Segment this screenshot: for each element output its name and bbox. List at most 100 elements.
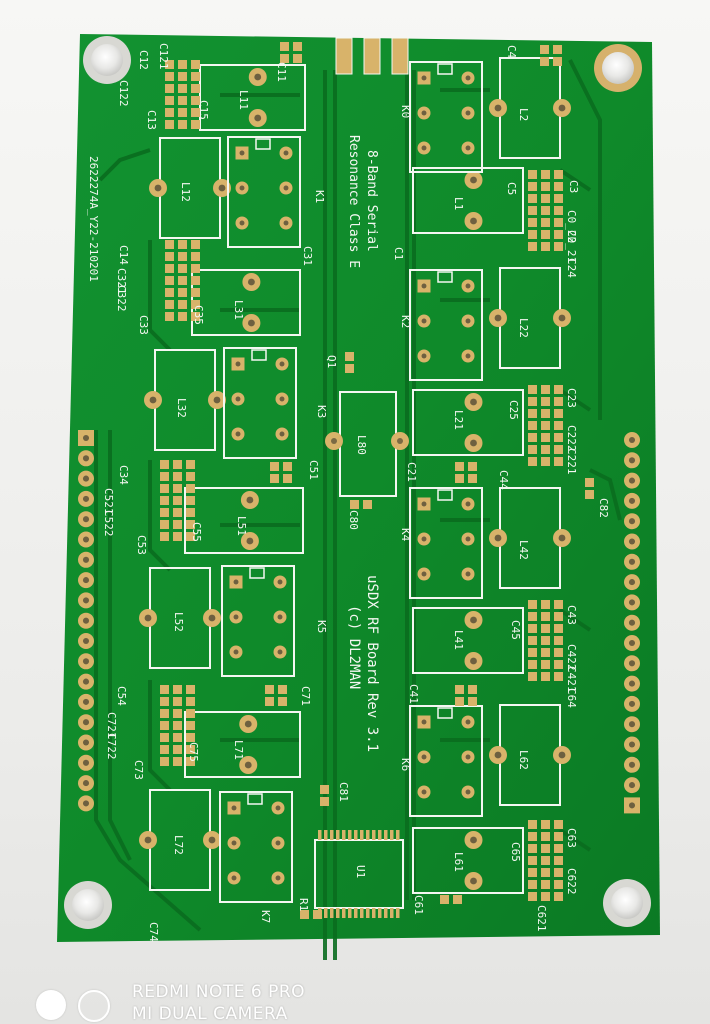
label-c82: C82	[597, 498, 610, 518]
component-labels: K0K1K2K3K4K5K6K7L1L2L11L12L21L22L31L32L4…	[102, 43, 610, 942]
label-l41: L41	[452, 630, 465, 650]
label-c1: C1	[392, 247, 405, 260]
label-c122: C122	[117, 80, 130, 107]
label-c41: C41	[407, 684, 420, 704]
label-c43: C43	[565, 605, 578, 625]
trace-layer	[94, 59, 622, 960]
silkscreen-rev: uSDX RF Board Rev 3.1 (c) DL2MAN	[346, 575, 380, 752]
silkscreen-title: 8-Band Serial Resonance Class E	[346, 135, 379, 268]
left-pin-header	[78, 430, 94, 812]
label-c11: C11	[275, 62, 288, 82]
label-k3: K3	[315, 405, 328, 418]
label-c321: C321	[115, 268, 128, 295]
label-c721: C721	[105, 712, 118, 739]
camera-watermark: REDMI NOTE 6 PRO MI DUAL CAMERA	[36, 982, 366, 1024]
label-c33: C33	[137, 315, 150, 335]
watermark-line1: REDMI NOTE 6 PRO	[132, 982, 306, 1002]
l80-footprint	[325, 391, 409, 497]
label-c80: C80	[347, 510, 360, 530]
label-c53: C53	[135, 535, 148, 555]
label-l72: L72	[172, 835, 185, 855]
label-c21: C21	[405, 462, 418, 482]
label-c23: C23	[565, 388, 578, 408]
label-k4: K4	[399, 528, 412, 542]
label-c75: C75	[187, 742, 200, 762]
label-k5: K5	[315, 620, 328, 633]
label-l21: L21	[452, 410, 465, 430]
label-c74: C74	[147, 922, 160, 942]
label-c13: C13	[145, 110, 158, 130]
watermark-line2: MI DUAL CAMERA	[132, 1004, 288, 1024]
mounting-holes	[64, 36, 651, 929]
label-c521: C521	[102, 488, 115, 515]
label-c722: C722	[105, 733, 118, 760]
label-c55: C55	[190, 522, 203, 542]
label-c621: C621	[535, 905, 548, 932]
label-c4: C4	[505, 45, 518, 59]
pcb-board	[57, 34, 660, 942]
u1-footprint	[314, 830, 404, 918]
label-k0: K0	[399, 105, 412, 118]
label-c622: C622	[565, 868, 578, 895]
label-l52: L52	[172, 612, 185, 632]
label-k2: K2	[399, 315, 412, 328]
label-c12: C12	[137, 50, 150, 70]
label-r1: R1	[297, 898, 310, 911]
label-c45: C45	[509, 620, 522, 640]
watermark-dot-filled-icon	[36, 990, 66, 1020]
label-c3: C3	[567, 180, 580, 193]
label-c322: C322	[115, 285, 128, 312]
label-q1: Q1	[325, 355, 338, 368]
label-c71: C71	[299, 686, 312, 706]
label-c61: C61	[412, 895, 425, 915]
label-c63: C63	[565, 828, 578, 848]
label-c25: C25	[507, 400, 520, 420]
label-k1: K1	[313, 190, 326, 203]
label-l71: L71	[232, 740, 245, 760]
label-l11: L11	[237, 90, 250, 110]
label-c64: C64	[565, 688, 578, 708]
label-c522: C522	[102, 510, 115, 537]
label-l62: L62	[517, 750, 530, 770]
label-l1: L1	[452, 197, 465, 210]
label-c15: C15	[197, 100, 210, 120]
label-l51: L51	[235, 516, 248, 536]
board-title-line1: 8-Band Serial	[364, 150, 379, 252]
label-c31: C31	[301, 246, 314, 266]
label-c34: C34	[117, 465, 130, 485]
label-u1: U1	[354, 865, 367, 878]
top-pin-header	[335, 37, 409, 75]
label-c54: C54	[115, 686, 128, 706]
label-c422: C422	[565, 644, 578, 671]
label-c0_21: C0_21	[565, 230, 578, 263]
label-c81: C81	[337, 782, 350, 802]
label-l32: L32	[175, 398, 188, 418]
label-l80: L80	[355, 435, 368, 455]
board-copyright-line: (c) DL2MAN	[346, 605, 362, 689]
label-l31: L31	[232, 300, 245, 320]
label-c222: C222	[565, 425, 578, 452]
board-title-line2: Resonance Class E	[346, 135, 361, 268]
label-c73: C73	[132, 760, 145, 780]
label-c121: C121	[157, 43, 170, 70]
label-k6: K6	[399, 758, 412, 771]
label-c65: C65	[509, 842, 522, 862]
label-c0_22: C0_22	[565, 210, 578, 243]
label-l61: L61	[452, 852, 465, 872]
label-c221: C221	[565, 448, 578, 475]
label-c421: C421	[565, 666, 578, 693]
order-code: 2622274A_Y22-210201	[87, 156, 100, 282]
label-c24: C24	[565, 258, 578, 278]
label-c5: C5	[505, 182, 518, 195]
component-footprints	[139, 57, 571, 903]
watermark-dot-outline-icon	[78, 990, 110, 1022]
board-rev-line: uSDX RF Board Rev 3.1	[364, 575, 380, 752]
label-l12: L12	[179, 182, 192, 202]
right-pin-header	[624, 432, 640, 814]
label-l2: L2	[517, 108, 530, 121]
label-c14: C14	[117, 245, 130, 265]
label-c35: C35	[192, 305, 205, 325]
label-c51: C51	[307, 460, 320, 480]
label-c44: C44	[497, 470, 510, 490]
